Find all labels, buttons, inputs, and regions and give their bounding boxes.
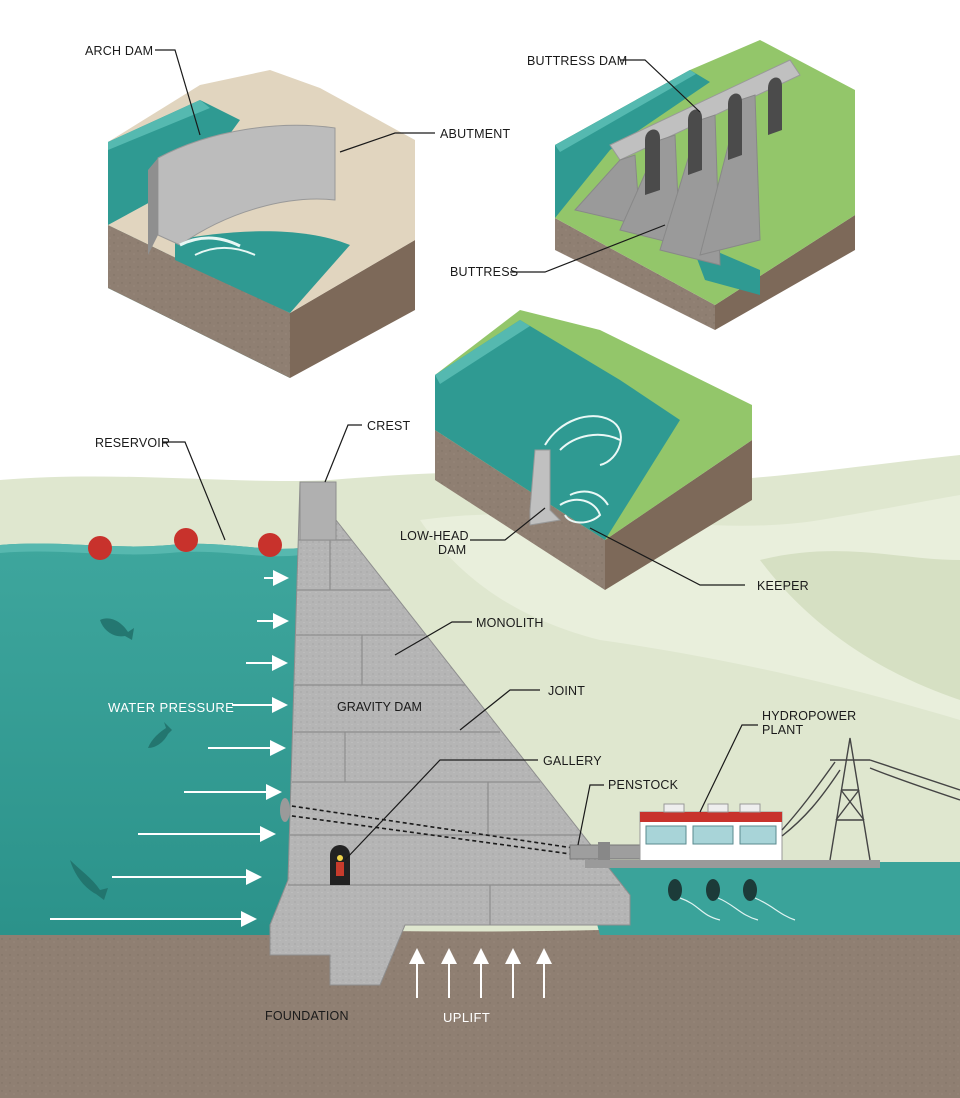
hydropower-plant [585,803,880,921]
label-penstock: PENSTOCK [608,778,679,792]
power-tower [781,737,960,861]
low-head-dam-illustration [435,310,752,590]
reservoir-water [0,543,300,935]
label-buttress: BUTTRESS [450,265,518,279]
penstock-pipe [569,842,646,862]
ground [0,928,960,1098]
label-keeper: KEEPER [757,579,809,593]
label-gravity-dam: GRAVITY DAM [337,700,422,714]
label-abutment: ABUTMENT [440,127,511,141]
labels: ARCH DAM ABUTMENT BUTTRESS DAM BUTTRESS … [85,44,856,1025]
label-low-head-dam-line2: DAM [438,543,466,557]
label-gallery: GALLERY [543,754,602,768]
gravity-dam [269,481,631,986]
buttress-dam-illustration [555,40,855,330]
label-buttress-dam: BUTTRESS DAM [527,54,627,68]
uplift-arrows [409,948,552,998]
label-foundation: FOUNDATION [265,1009,349,1023]
label-water-pressure: WATER PRESSURE [108,700,234,715]
label-arch-dam: ARCH DAM [85,44,153,58]
fish [70,618,172,900]
buoys [88,528,282,560]
label-low-head-dam-line1: LOW-HEAD [400,529,469,543]
label-hydropower-line2: PLANT [762,723,803,737]
label-hydropower-line1: HYDROPOWER [762,709,856,723]
label-monolith: MONOLITH [476,616,544,630]
arch-dam-illustration [108,70,415,378]
label-uplift: UPLIFT [443,1010,490,1025]
water-pressure-arrows [50,570,289,927]
label-reservoir: RESERVOIR [95,436,170,450]
leader-lines [155,49,758,861]
label-joint: JOINT [548,684,585,698]
label-crest: CREST [367,419,411,433]
tailwater [580,862,960,935]
